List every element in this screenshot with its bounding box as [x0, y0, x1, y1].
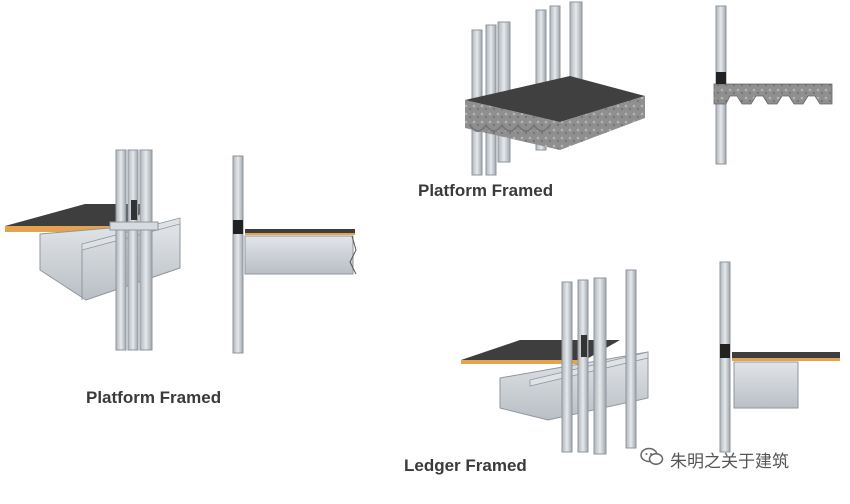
stud: [127, 149, 139, 351]
left-platform-3d: [5, 149, 181, 351]
clip: [716, 72, 726, 84]
slab-top: [245, 229, 355, 233]
wechat-icon: [640, 447, 664, 472]
clip: [233, 220, 243, 234]
track: [109, 221, 159, 231]
top-right-platform-section: [713, 5, 833, 165]
joist-web: [39, 221, 181, 301]
slab-top: [5, 204, 148, 226]
clip: [720, 344, 730, 358]
bottom-right-ledger-3d: [461, 269, 649, 455]
stud: [561, 281, 573, 453]
slab-edge: [732, 358, 840, 361]
stud: [593, 277, 607, 455]
stud: [232, 155, 244, 354]
slab-top: [732, 352, 840, 358]
stud: [535, 9, 547, 151]
top-right-platform-3d: [465, 1, 645, 176]
slab-side-concrete: [560, 96, 645, 150]
stud: [577, 279, 589, 453]
left-platform-section: [232, 155, 357, 354]
watermark-text: 朱明之关于建筑: [670, 451, 789, 472]
stud: [115, 149, 127, 351]
slab-edge: [461, 360, 585, 364]
stud: [139, 149, 153, 351]
watermark: 朱明之关于建筑: [640, 447, 789, 472]
slab-edge-concrete: [465, 100, 560, 150]
clip: [131, 200, 137, 220]
slab-top: [465, 76, 645, 122]
caption-bottom-right: Ledger Framed: [404, 456, 527, 475]
joist: [244, 235, 354, 275]
caption-top-right: Platform Framed: [418, 181, 554, 200]
ledger-flange: [529, 351, 649, 387]
caption-left: Platform Framed: [86, 388, 222, 407]
bottom-right-ledger-section: [719, 261, 840, 453]
deck-slab: [713, 83, 833, 105]
stud: [625, 269, 637, 449]
slab-edge: [245, 233, 355, 235]
clip: [581, 335, 587, 357]
ledger: [733, 361, 799, 409]
